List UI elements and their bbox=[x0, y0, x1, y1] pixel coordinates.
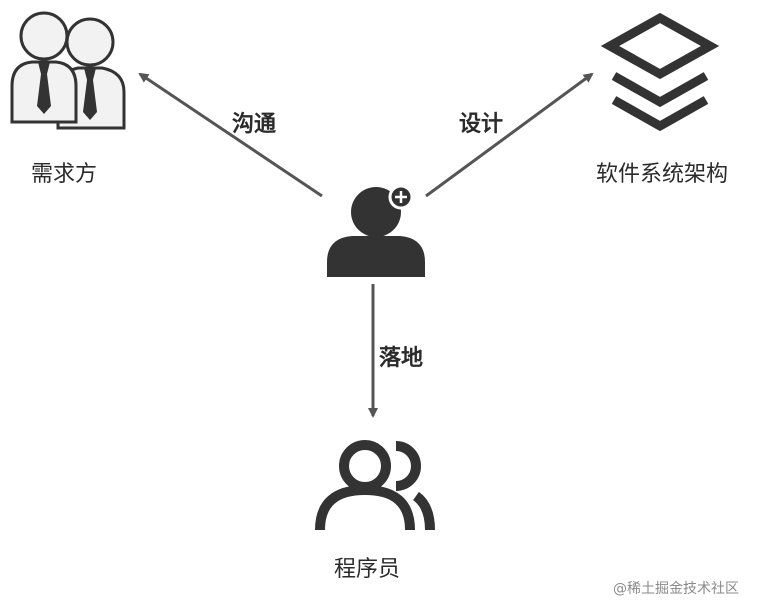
edge-label-implement: 落地 bbox=[379, 346, 424, 371]
watermark-text: @稀土掘金技术社区 bbox=[613, 581, 739, 597]
user-add-icon bbox=[327, 184, 425, 277]
arrow-to-architecture bbox=[425, 72, 594, 198]
layers-stack-icon bbox=[600, 12, 720, 132]
arrow-to-stakeholder bbox=[138, 72, 323, 198]
user-group-icon bbox=[315, 440, 435, 531]
architecture-label: 软件系统架构 bbox=[596, 162, 729, 187]
stakeholder-label: 需求方 bbox=[31, 162, 98, 187]
business-people-icon bbox=[10, 11, 126, 130]
edge-label-design: 设计 bbox=[459, 112, 504, 137]
programmers-label: 程序员 bbox=[334, 557, 401, 582]
edge-label-communicate: 沟通 bbox=[232, 112, 277, 137]
